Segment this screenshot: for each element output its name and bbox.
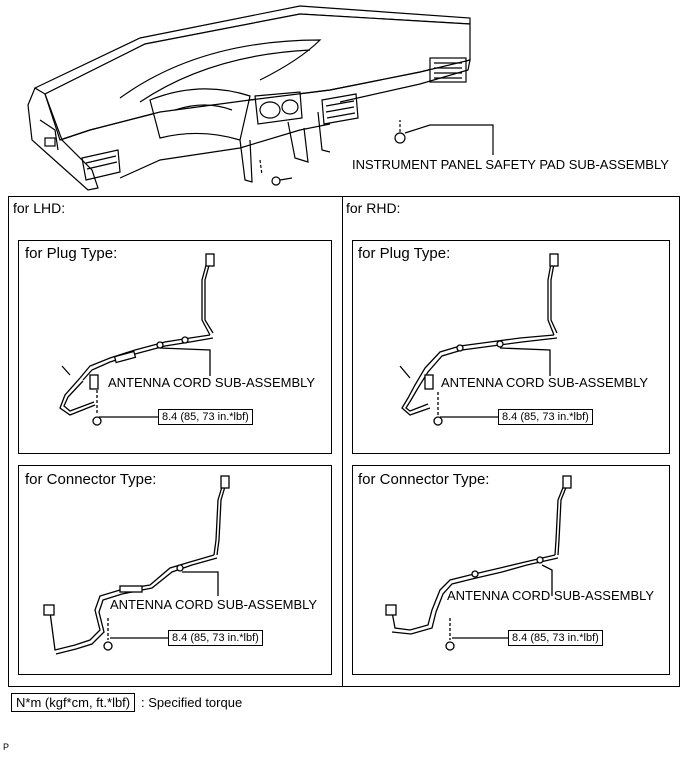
instrument-panel-illustration [27, 5, 494, 191]
lhd-connector-part-label: ANTENNA CORD SUB-ASSEMBLY [110, 597, 318, 612]
legend-unit-box: N*m (kgf*cm, ft.*lbf) [11, 693, 136, 712]
rhd-plug-title: for Plug Type: [358, 245, 451, 262]
lhd-connector-box [18, 465, 332, 675]
lhd-connector-title: for Connector Type: [25, 471, 157, 488]
lhd-plug-part-label: ANTENNA CORD SUB-ASSEMBLY [108, 375, 316, 390]
lhd-plug-box [18, 240, 332, 454]
rhd-plug-torque: 8.4 (85, 73 in.*lbf) [498, 409, 593, 425]
safety-pad-label: INSTRUMENT PANEL SAFETY PAD SUB-ASSEMBLY [352, 157, 669, 172]
legend-text: : Specified torque [141, 695, 243, 710]
rhd-title: for RHD: [346, 200, 401, 216]
footer-mark: P [3, 742, 10, 752]
rhd-connector-torque: 8.4 (85, 73 in.*lbf) [508, 630, 603, 646]
divider [342, 196, 343, 687]
lhd-title: for LHD: [13, 200, 66, 216]
rhd-connector-part-label: ANTENNA CORD SUB-ASSEMBLY [447, 588, 655, 603]
lhd-connector-torque: 8.4 (85, 73 in.*lbf) [168, 630, 263, 646]
main-frame [8, 196, 680, 687]
lhd-plug-torque: 8.4 (85, 73 in.*lbf) [158, 409, 253, 425]
lhd-plug-title: for Plug Type: [25, 245, 118, 262]
rhd-connector-box [352, 465, 670, 675]
rhd-plug-box [352, 240, 670, 454]
rhd-plug-part-label: ANTENNA CORD SUB-ASSEMBLY [441, 375, 649, 390]
rhd-connector-title: for Connector Type: [358, 471, 490, 488]
